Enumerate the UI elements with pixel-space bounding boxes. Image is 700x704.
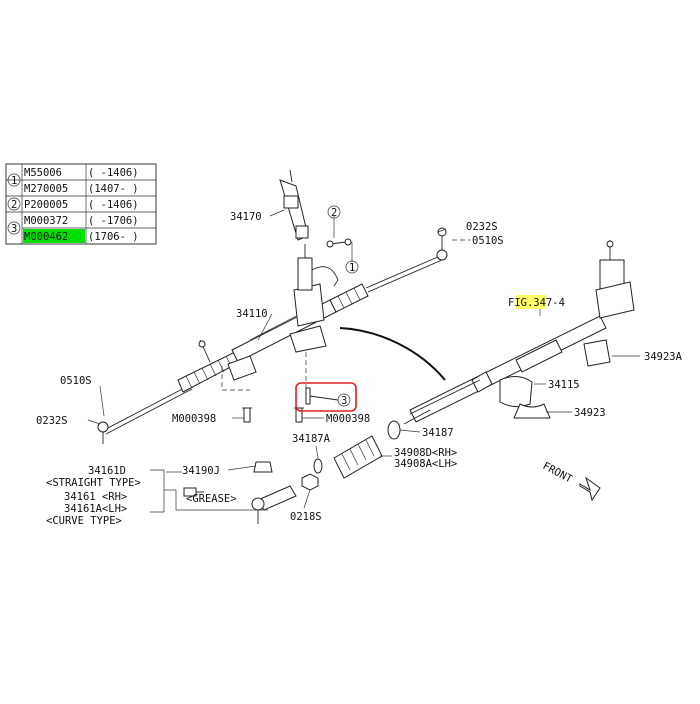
legend-range: ( -1406) xyxy=(88,199,139,211)
legend-num: 3 xyxy=(11,223,17,235)
fig-highlight xyxy=(516,295,546,309)
label-34170: 34170 xyxy=(230,211,262,223)
label-m000398-left: M000398 xyxy=(172,413,216,425)
front-label: FRONT xyxy=(541,460,575,486)
front-indicator: FRONT xyxy=(541,460,601,502)
callouts: 2 1 3 xyxy=(295,205,359,412)
callout-2-label: 2 xyxy=(331,207,337,219)
label-0510s-top: 0510S xyxy=(472,235,504,247)
label-34908d: 34908D<RH> xyxy=(394,447,457,459)
legend-highlight xyxy=(23,229,85,243)
callout-1 xyxy=(345,260,359,274)
label-34161d: 34161D xyxy=(88,465,126,477)
callout-3-label: 3 xyxy=(341,395,347,407)
label-34923a: 34923A xyxy=(644,351,683,363)
legend-part: P200005 xyxy=(24,199,68,211)
legend-part: M000462 xyxy=(24,231,68,243)
leader-lines xyxy=(87,209,640,509)
legend-num: 1 xyxy=(11,175,17,187)
front-arrow-icon xyxy=(579,476,601,502)
label-grease: <GREASE> xyxy=(186,493,237,505)
label-34110: 34110 xyxy=(236,308,268,320)
legend-part: M270005 xyxy=(24,183,68,195)
callout-3 xyxy=(337,393,351,407)
label-34161-rh: 34161 <RH> xyxy=(64,491,127,503)
legend-range: (1407- ) xyxy=(88,183,139,195)
highlight-box xyxy=(295,382,357,412)
callout-1-label: 1 xyxy=(349,262,355,274)
label-curve-type: <CURVE TYPE> xyxy=(46,515,122,527)
label-34923: 34923 xyxy=(574,407,606,419)
label-34187a: 34187A xyxy=(292,433,331,445)
label-34908a: 34908A<LH> xyxy=(394,458,457,470)
label-0218s: 0218S xyxy=(290,511,322,523)
legend-table: 1 2 3 M55006 M270005 P200005 M000372 M00… xyxy=(5,163,157,245)
lower-detail-parts xyxy=(150,409,431,524)
steering-gearbox-left xyxy=(97,169,448,444)
label-34190j: 34190J xyxy=(182,465,220,477)
label-0232s-top: 0232S xyxy=(466,221,498,233)
label-0232s-left: 0232S xyxy=(36,415,68,427)
legend-range: (1706- ) xyxy=(88,231,139,243)
label-fig-347-4: FIG.347-4 xyxy=(508,297,565,309)
label-m000398-right: M000398 xyxy=(326,413,370,425)
part-labels: 34170 0232S 0510S 34110 FIG.347-4 34923A… xyxy=(36,211,683,527)
callout-2 xyxy=(327,205,341,219)
legend-range: ( -1706) xyxy=(88,215,139,227)
legend-range: ( -1406) xyxy=(88,167,139,179)
legend-part: M000372 xyxy=(24,215,68,227)
steering-rack-right xyxy=(409,240,635,423)
label-34115: 34115 xyxy=(548,379,580,391)
label-34187: 34187 xyxy=(422,427,454,439)
legend-part: M55006 xyxy=(24,167,62,179)
legend-num: 2 xyxy=(11,199,17,211)
label-34161a-lh: 34161A<LH> xyxy=(64,503,127,515)
label-0510s-left: 0510S xyxy=(60,375,92,387)
label-straight-type: <STRAIGHT TYPE> xyxy=(46,477,141,489)
